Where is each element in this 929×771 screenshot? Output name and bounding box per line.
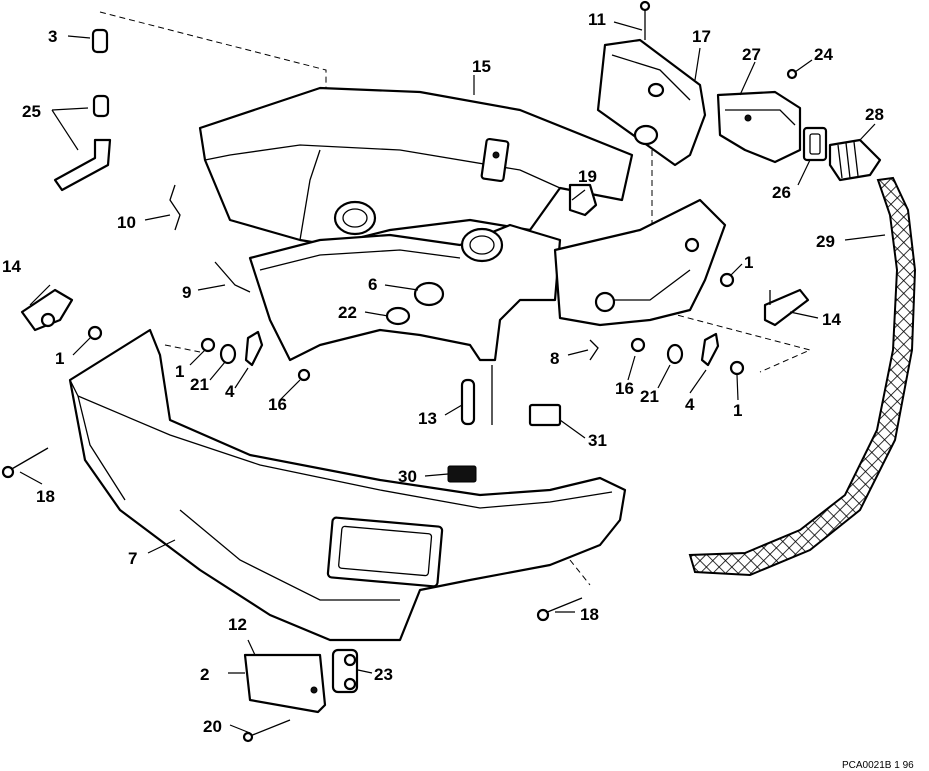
callout-1-left: 1: [55, 349, 64, 368]
callout-12: 12: [228, 615, 247, 634]
right-bracket-assembly: [553, 198, 727, 327]
figure-code: PCA0021B 1 96: [842, 760, 914, 771]
callout-11: 11: [588, 10, 606, 29]
callout-29: 29: [816, 232, 835, 251]
callout-18-left: 18: [36, 487, 55, 506]
leader-lines: [19, 21, 886, 734]
part-2-cover-plate: [243, 653, 327, 714]
callout-26: 26: [772, 183, 791, 202]
small-hardware: [87, 0, 798, 483]
callout-16-left: 16: [268, 395, 287, 414]
callout-14-right: 14: [822, 310, 841, 329]
part-27-housing: [716, 90, 802, 164]
callout-10: 10: [117, 213, 136, 232]
part-18-screw-left: [1, 447, 49, 479]
callout-22: 22: [338, 303, 357, 322]
callout-6: 6: [368, 275, 377, 294]
part-10-spring: [169, 184, 181, 231]
part-23-retainer: [331, 648, 359, 694]
callout-15: 15: [472, 57, 491, 76]
part-18-screw-right: [536, 597, 583, 622]
callout-25: 25: [22, 102, 41, 121]
callout-2: 2: [200, 665, 209, 684]
callout-3: 3: [48, 27, 57, 46]
callout-19: 19: [578, 167, 597, 186]
callout-4-right: 4: [685, 395, 695, 414]
callout-13: 13: [418, 409, 437, 428]
callout-1-mid: 1: [175, 362, 184, 381]
inner-liner-body: [248, 200, 562, 425]
part-14-latch-right: [763, 288, 810, 327]
callout-labels: 3 25 10 9 14 1 1 21 4 16 6 22 8 13 31 30…: [2, 10, 884, 736]
part-20-screw: [242, 719, 291, 743]
callout-1-right-top: 1: [744, 253, 753, 272]
callout-4-left: 4: [225, 382, 235, 401]
part-7-lower-cowl: [68, 328, 627, 642]
callout-21-right: 21: [640, 387, 659, 406]
callout-18-right: 18: [580, 605, 599, 624]
callout-27: 27: [742, 45, 761, 64]
part-3-sleeve: [91, 28, 109, 54]
part-17-bracket: [596, 38, 707, 167]
callout-24: 24: [814, 45, 833, 64]
callout-9: 9: [182, 283, 191, 302]
part-9-spring: [214, 261, 251, 293]
part-26-gasket: [802, 126, 828, 162]
callout-1-right: 1: [733, 401, 742, 420]
callout-17: 17: [692, 27, 711, 46]
callout-30: 30: [398, 467, 417, 486]
part-14-latch-left: [20, 288, 74, 332]
callout-16-right: 16: [615, 379, 634, 398]
part-29-mesh-seal: [688, 176, 917, 577]
part-28-boot: [828, 138, 882, 182]
callout-8: 8: [550, 349, 559, 368]
callout-28: 28: [865, 105, 884, 124]
callout-21-left: 21: [190, 375, 209, 394]
part-15-upper-panel: [198, 86, 634, 247]
part-25-hose: [53, 94, 112, 192]
callout-31: 31: [588, 431, 607, 450]
callout-7: 7: [128, 549, 137, 568]
callout-20: 20: [203, 717, 222, 736]
callout-14-left: 14: [2, 257, 21, 276]
callout-23: 23: [374, 665, 393, 684]
